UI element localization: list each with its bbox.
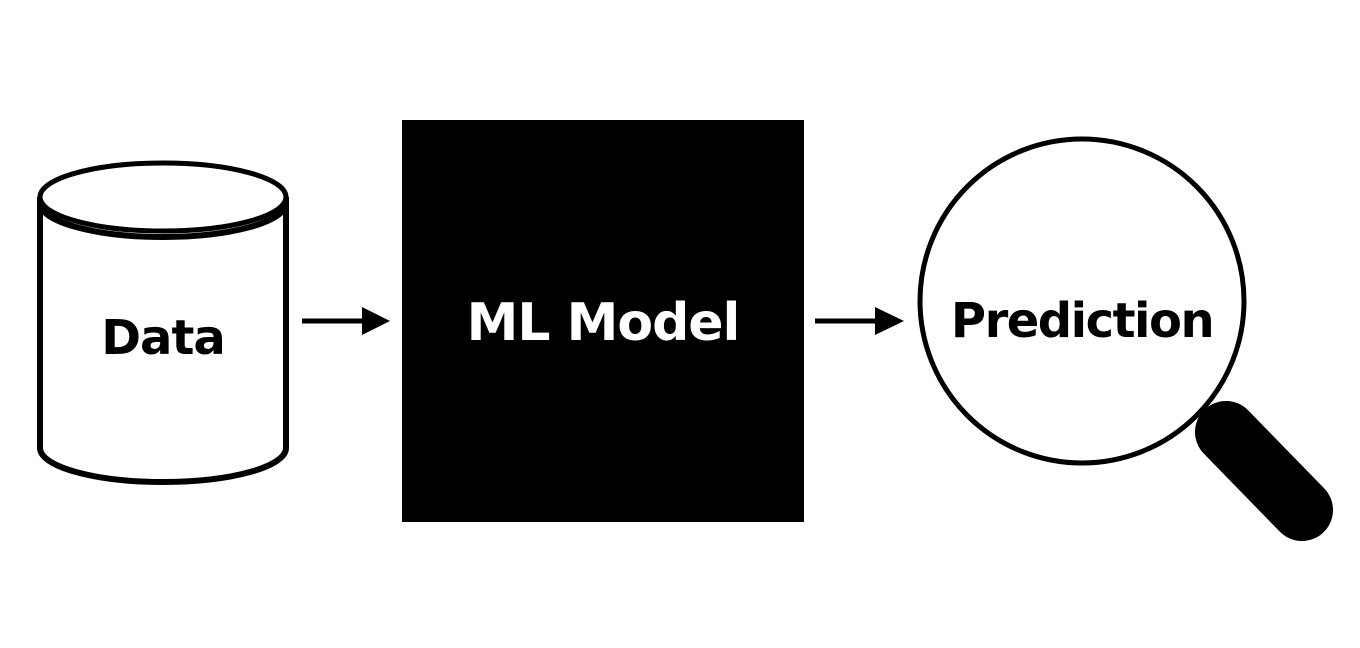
model-box (402, 120, 804, 522)
database-cylinder-icon (37, 160, 289, 485)
arrow-data-to-model (302, 307, 390, 335)
prediction-label: Prediction (950, 293, 1215, 349)
arrow-model-to-prediction (815, 307, 904, 335)
model-label: ML Model (466, 293, 741, 353)
magnifying-glass-icon (917, 136, 1333, 541)
data-label: Data (101, 310, 226, 366)
